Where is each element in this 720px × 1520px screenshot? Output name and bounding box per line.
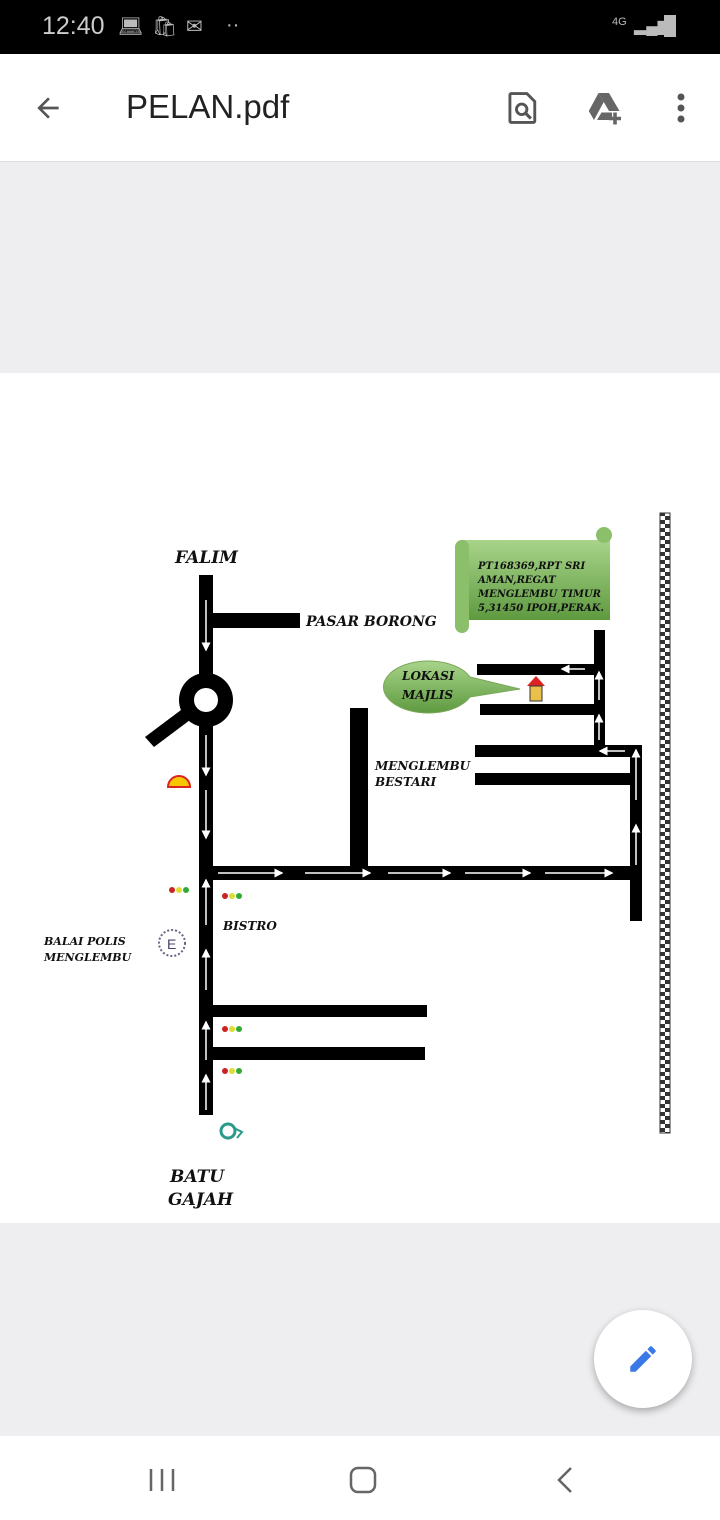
direction-arrows [201,600,641,1110]
back-chevron-icon [557,1467,572,1493]
shopee-icon: 🛍︎ [152,16,178,38]
label-balai-polis: MENGLEMBU [43,951,133,964]
home-icon [349,1466,377,1494]
label-batu-gajah: BATU [169,1167,225,1187]
system-nav-bar [0,1436,720,1520]
drive-add-icon [588,93,621,125]
pencil-icon [630,1346,656,1372]
label-balai-polis: BALAI POLIS [43,935,126,948]
petronas-icon [219,1122,244,1140]
callout-line: LOKASI [401,669,455,683]
pdf-page: PT168369,RPT SRI AMAN,REGAT MENGLEMBU TI… [0,373,720,1223]
recent-apps-button[interactable] [132,1458,192,1502]
label-falim: FALIM [174,548,239,568]
more-notifications-icon: ·· [226,14,240,36]
more-vert-icon [677,93,685,123]
status-bar: 12:40 💻︎ 🛍︎ ✉︎ ·· 4G ▂▄▆ [0,0,720,54]
battery-icon [664,15,676,37]
edit-button[interactable] [594,1310,692,1408]
label-menglembu-bestari: MENGLEMBU [374,759,472,773]
home-button[interactable] [333,1458,393,1502]
label-pasar-borong: PASAR BORONG [305,614,437,630]
label-menglembu-bestari: BESTARI [374,775,437,789]
address-text: PT168369,RPT SRI AMAN,REGAT MENGLEMBU TI… [477,561,604,614]
more-options-button[interactable] [657,84,705,132]
status-time: 12:40 [42,12,105,40]
label-bistro: BISTRO [222,919,277,933]
scroll-curl [596,527,612,543]
address-line: AMAN,REGAT [477,575,557,586]
laptop-icon: 💻︎ [118,16,144,38]
back-button[interactable] [24,84,72,132]
location-callout [383,660,521,714]
back-nav-button[interactable] [535,1458,595,1502]
svg-text:E: E [167,936,176,952]
back-arrow-icon [37,97,59,119]
find-in-document-button[interactable] [499,84,547,132]
document-title: PELAN.pdf [126,88,290,125]
roads [145,575,642,1115]
add-to-drive-button[interactable] [582,84,630,132]
scroll-roll [455,540,469,633]
recents-icon [149,1469,175,1491]
roundabout [194,688,218,712]
railway [659,512,671,1134]
house-icon [527,676,545,702]
network-type: 4G [612,16,627,28]
gmail-icon: ✉︎ [186,16,203,38]
address-line: MENGLEMBU TIMUR [477,589,601,600]
map-drawing: PT168369,RPT SRI AMAN,REGAT MENGLEMBU TI… [43,512,671,1210]
traffic-light-icon [169,887,242,1074]
app-bar: PELAN.pdf [0,54,720,162]
label-batu-gajah: GAJAH [168,1190,234,1210]
search-document-icon [508,92,537,124]
police-emblem-icon: E [158,929,186,957]
signal-icon: ▂▄▆ [634,18,670,35]
callout-line: MAJLIS [401,688,453,702]
address-line: PT168369,RPT SRI [477,561,585,572]
address-scroll [458,540,610,620]
address-line: 5,31450 IPOH,PERAK. [478,603,604,614]
shell-station-icon [166,775,192,788]
